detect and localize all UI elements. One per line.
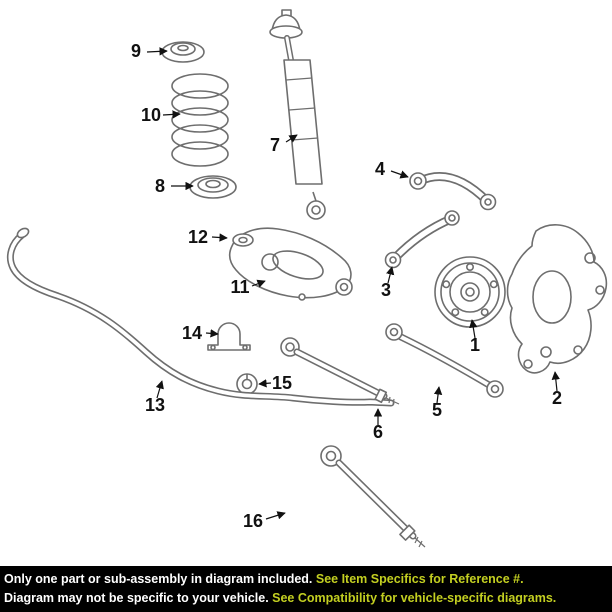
leader-line-9 bbox=[146, 47, 168, 56]
part-knuckle bbox=[506, 224, 608, 374]
callout-ref-1: 1 bbox=[470, 335, 480, 355]
leader-line-13 bbox=[155, 380, 164, 399]
callout-ref-6: 6 bbox=[373, 422, 383, 442]
callout-ref-7: 7 bbox=[270, 135, 280, 155]
part-stabilizer-bar bbox=[6, 227, 395, 407]
leader-line-15 bbox=[258, 379, 272, 388]
callout-ref-13: 13 bbox=[145, 395, 165, 415]
part-stabilizer-bushing bbox=[236, 373, 258, 395]
disclaimer-line-1: Only one part or sub-assembly in diagram… bbox=[4, 570, 612, 589]
diagram-artwork bbox=[6, 9, 608, 548]
callout-ref-3: 3 bbox=[381, 280, 391, 300]
part-lateral-arm bbox=[385, 323, 504, 398]
part-stabilizer-bracket bbox=[207, 322, 251, 351]
callout-ref-12: 12 bbox=[188, 227, 208, 247]
part-shock-absorber bbox=[269, 9, 326, 220]
part-upper-spring-seat bbox=[161, 41, 205, 63]
leader-line-10 bbox=[162, 110, 181, 119]
callout-ref-8: 8 bbox=[155, 176, 165, 196]
leader-line-7 bbox=[285, 134, 298, 143]
leader-line-4 bbox=[390, 170, 409, 179]
callout-ref-5: 5 bbox=[432, 400, 442, 420]
callout-ref-2: 2 bbox=[552, 388, 562, 408]
callout-ref-4: 4 bbox=[375, 159, 385, 179]
leader-line-1 bbox=[469, 319, 478, 339]
disclaimer-line1-highlight: See Item Specifics for Reference #. bbox=[315, 572, 524, 586]
callout-ref-14: 14 bbox=[182, 323, 202, 343]
disclaimer-line1-text: Only one part or sub-assembly in diagram… bbox=[4, 572, 316, 586]
leader-line-5 bbox=[433, 386, 443, 404]
part-trailing-arm bbox=[320, 445, 426, 548]
leader-line-3 bbox=[386, 266, 395, 284]
callout-ref-11: 11 bbox=[230, 277, 249, 297]
part-toe-link bbox=[280, 337, 400, 406]
leader-line-16 bbox=[265, 511, 286, 520]
callout-ref-16: 16 bbox=[243, 511, 263, 531]
part-lower-spring-seat bbox=[189, 175, 237, 199]
callout-ref-9: 9 bbox=[131, 41, 141, 61]
part-camber-arm bbox=[384, 210, 460, 269]
leader-line-11 bbox=[251, 279, 266, 288]
part-upper-control-arm bbox=[409, 172, 497, 211]
disclaimer-line-2: Diagram may not be specific to your vehi… bbox=[4, 589, 612, 608]
leader-line-2 bbox=[551, 371, 560, 392]
callout-ref-15: 15 bbox=[272, 373, 292, 393]
disclaimer-line2-highlight: See Compatibility for vehicle-specific d… bbox=[272, 591, 557, 605]
disclaimer-line2-text: Diagram may not be specific to your vehi… bbox=[4, 591, 273, 605]
part-coil-spring bbox=[171, 73, 229, 167]
part-hub-bearing bbox=[434, 256, 506, 328]
leader-line-12 bbox=[211, 233, 228, 242]
callout-ref-10: 10 bbox=[141, 105, 161, 125]
disclaimer-bar: Only one part or sub-assembly in diagram… bbox=[0, 566, 612, 612]
leader-line-14 bbox=[205, 329, 219, 338]
